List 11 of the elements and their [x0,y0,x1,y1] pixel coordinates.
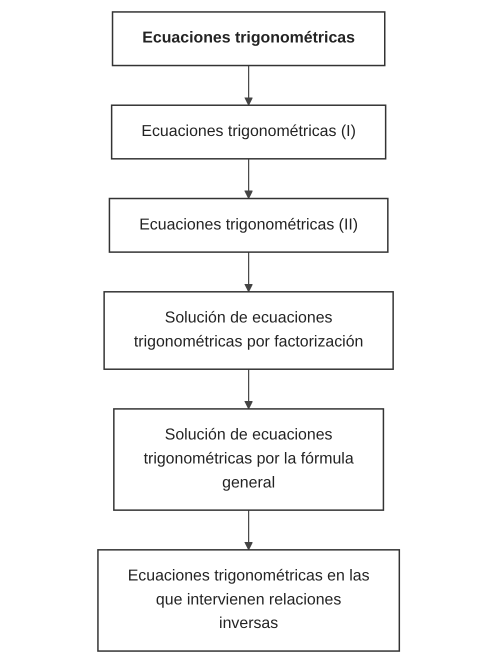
node-box: Ecuaciones trigonométricas en las que intervienen relaciones inversas [98,549,400,652]
node-box: Ecuaciones trigonométricas (I) [111,104,387,160]
node-box: Solución de ecuaciones trigonométricas por factorización [104,291,394,370]
arrow [244,66,254,106]
arrow [244,158,254,199]
arrow [244,510,254,550]
arrow [244,252,254,292]
node-box: Ecuaciones trigonométricas (II) [109,198,389,253]
node-box: Ecuaciones trigonométricas [112,11,386,66]
arrow [244,369,254,410]
node-box: Solución de ecuaciones trigonométricas por la fórmula general [113,408,385,511]
